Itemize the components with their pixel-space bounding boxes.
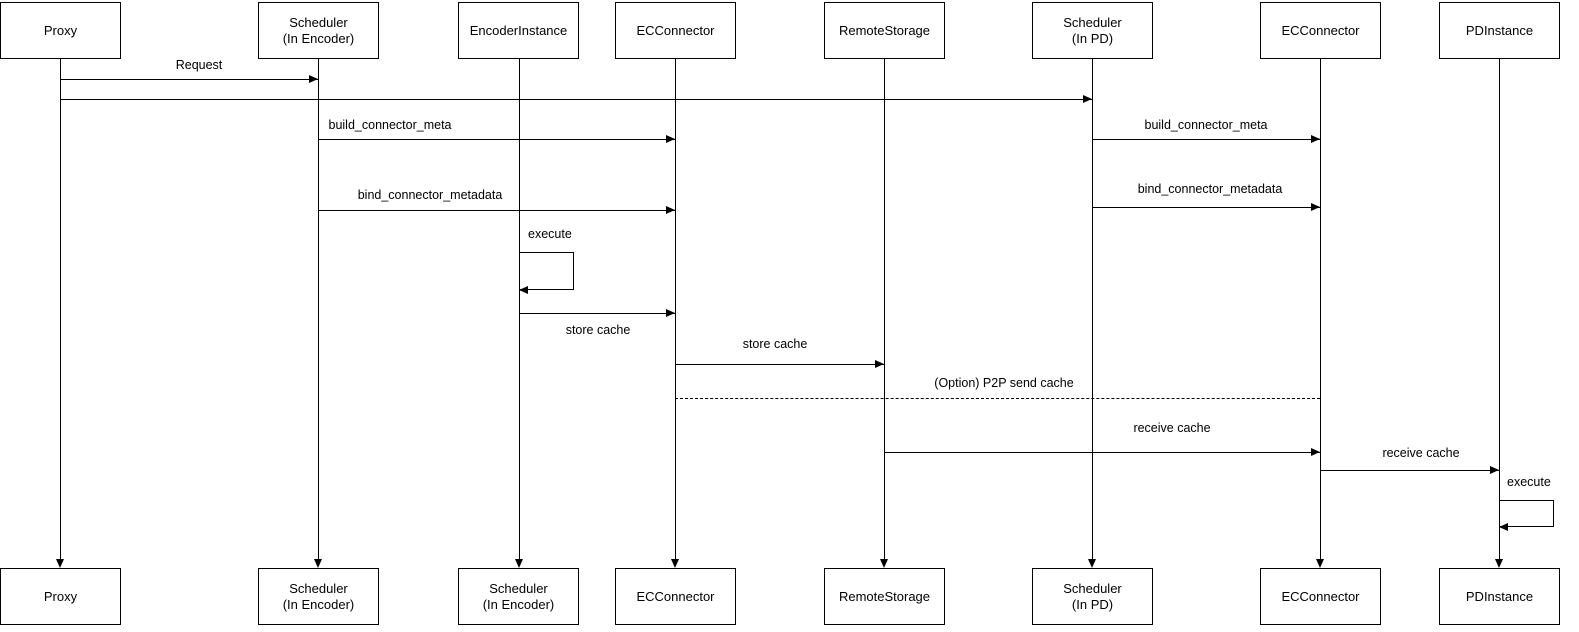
self-message-loop-execute-encoder xyxy=(519,252,574,290)
message-arrowhead-receive-cache-1 xyxy=(1311,448,1320,456)
message-line-proxy-to-scheduler-pd xyxy=(60,99,1092,100)
self-message-arrowhead-execute-pd-instance xyxy=(1499,523,1508,531)
lifeline-end-arrow-pd-instance xyxy=(1495,559,1503,568)
participant-box-top-pd-instance[interactable]: PDInstance xyxy=(1439,2,1560,59)
message-label-bind-connector-meta-enc: bind_connector_metadata xyxy=(357,188,503,202)
message-line-p2p-send-cache xyxy=(675,398,1320,399)
participant-box-bottom-ec-connector-enc[interactable]: ECConnector xyxy=(615,568,736,625)
message-arrowhead-bind-connector-meta-pd xyxy=(1311,203,1320,211)
lifeline-end-arrow-remote-storage xyxy=(880,559,888,568)
self-message-arrowhead-execute-encoder xyxy=(519,286,528,294)
message-label-store-cache-1: store cache xyxy=(565,323,631,337)
participant-box-top-encoder-instance[interactable]: EncoderInstance xyxy=(458,2,579,59)
proxy-lifeline xyxy=(60,59,61,560)
participant-box-top-scheduler-pd[interactable]: Scheduler (In PD) xyxy=(1032,2,1153,59)
message-line-receive-cache-2 xyxy=(1320,470,1499,471)
participant-box-bottom-scheduler-pd[interactable]: Scheduler (In PD) xyxy=(1032,568,1153,625)
message-arrowhead-bind-connector-meta-enc xyxy=(666,206,675,214)
message-label-receive-cache-1: receive cache xyxy=(1133,421,1211,435)
message-label-build-connector-meta-enc: build_connector_meta xyxy=(328,118,452,132)
participant-box-top-remote-storage[interactable]: RemoteStorage xyxy=(824,2,945,59)
message-arrowhead-request xyxy=(309,75,318,83)
message-arrowhead-proxy-to-scheduler-pd xyxy=(1083,95,1092,103)
message-label-bind-connector-meta-pd: bind_connector_metadata xyxy=(1137,182,1283,196)
message-line-build-connector-meta-pd xyxy=(1092,139,1320,140)
self-message-label-execute-pd-instance: execute xyxy=(1507,475,1551,489)
participant-box-top-proxy[interactable]: Proxy xyxy=(0,2,121,59)
message-line-bind-connector-meta-pd xyxy=(1092,207,1320,208)
participant-box-bottom-ec-connector-pd[interactable]: ECConnector xyxy=(1260,568,1381,625)
lifeline-end-arrow-encoder-instance xyxy=(515,559,523,568)
message-label-request: Request xyxy=(175,58,223,72)
lifeline-end-arrow-ec-connector-enc xyxy=(671,559,679,568)
message-line-request xyxy=(60,79,318,80)
ec-connector-pd-lifeline xyxy=(1320,59,1321,560)
lifeline-end-arrow-scheduler-pd xyxy=(1088,559,1096,568)
message-arrowhead-store-cache-1 xyxy=(666,309,675,317)
message-arrowhead-receive-cache-2 xyxy=(1490,466,1499,474)
participant-box-top-ec-connector-enc[interactable]: ECConnector xyxy=(615,2,736,59)
message-line-receive-cache-1 xyxy=(884,452,1320,453)
participant-box-bottom-proxy[interactable]: Proxy xyxy=(0,568,121,625)
message-label-build-connector-meta-pd: build_connector_meta xyxy=(1144,118,1268,132)
message-arrowhead-build-connector-meta-enc xyxy=(666,135,675,143)
message-arrowhead-build-connector-meta-pd xyxy=(1311,135,1320,143)
self-message-loop-execute-pd-instance xyxy=(1499,500,1554,527)
lifeline-end-arrow-scheduler-encoder xyxy=(314,559,322,568)
participant-box-bottom-encoder-instance[interactable]: Scheduler (In Encoder) xyxy=(458,568,579,625)
ec-connector-enc-lifeline xyxy=(675,59,676,560)
participant-box-bottom-pd-instance[interactable]: PDInstance xyxy=(1439,568,1560,625)
message-line-build-connector-meta-enc xyxy=(318,139,675,140)
self-message-label-execute-encoder: execute xyxy=(528,227,572,241)
lifeline-end-arrow-proxy xyxy=(56,559,64,568)
pd-instance-lifeline xyxy=(1499,59,1500,560)
scheduler-encoder-lifeline xyxy=(318,59,319,560)
participant-box-top-scheduler-encoder[interactable]: Scheduler (In Encoder) xyxy=(258,2,379,59)
scheduler-pd-lifeline xyxy=(1092,59,1093,560)
participant-box-top-ec-connector-pd[interactable]: ECConnector xyxy=(1260,2,1381,59)
message-line-store-cache-2 xyxy=(675,364,884,365)
message-label-receive-cache-2: receive cache xyxy=(1382,446,1460,460)
message-arrowhead-store-cache-2 xyxy=(875,360,884,368)
message-line-store-cache-1 xyxy=(519,313,675,314)
message-label-store-cache-2: store cache xyxy=(742,337,808,351)
participant-box-bottom-scheduler-encoder[interactable]: Scheduler (In Encoder) xyxy=(258,568,379,625)
remote-storage-lifeline xyxy=(884,59,885,560)
message-label-p2p-send-cache: (Option) P2P send cache xyxy=(934,376,1074,390)
lifeline-end-arrow-ec-connector-pd xyxy=(1316,559,1324,568)
message-line-bind-connector-meta-enc xyxy=(318,210,675,211)
participant-box-bottom-remote-storage[interactable]: RemoteStorage xyxy=(824,568,945,625)
encoder-instance-lifeline xyxy=(519,59,520,560)
